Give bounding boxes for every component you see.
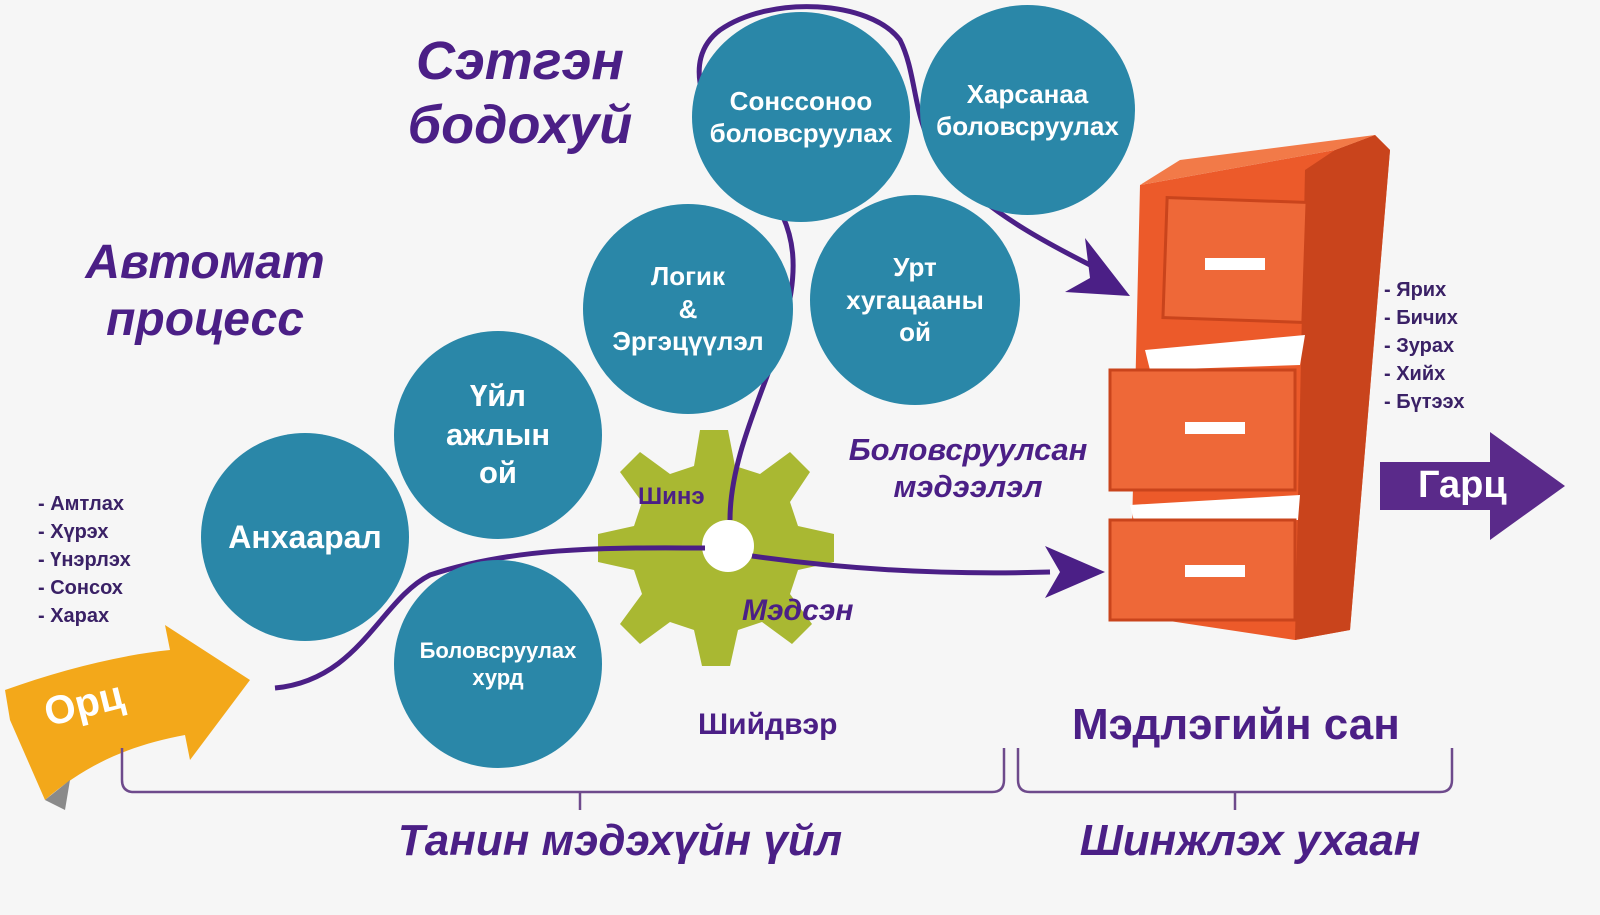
list-item: - Зурах xyxy=(1384,332,1464,360)
list-item: - Бичих xyxy=(1384,304,1464,332)
gear-known-label: Мэдсэн xyxy=(742,594,853,628)
list-item: - Бүтээх xyxy=(1384,388,1464,416)
filing-cabinet-icon xyxy=(1110,135,1390,640)
circle-label: Боловсруулах хурд xyxy=(420,637,577,692)
list-item: - Хийх xyxy=(1384,360,1464,388)
heading-setgen-bodohui: Сэтгэн бодохуй xyxy=(395,30,645,157)
arrowhead-icon xyxy=(1065,238,1130,296)
circle-long-term-memory: Урт хугацааны ой xyxy=(810,195,1020,405)
list-item: - Ярих xyxy=(1384,276,1464,304)
list-item: - Амтлах xyxy=(38,490,131,518)
circle-label: Харсанаа боловсруулах xyxy=(936,78,1119,143)
circle-attention: Анхаарал xyxy=(201,433,409,641)
circle-label: Анхаарал xyxy=(228,517,382,557)
list-item: - Харах xyxy=(38,602,131,630)
bottom-science-label: Шинжлэх ухаан xyxy=(1050,815,1450,867)
circle-label: Үйл ажлын ой xyxy=(446,377,550,493)
circle-processing-speed: Боловсруулах хурд xyxy=(394,560,602,768)
output-actions-list: - Ярих - Бичих - Зурах - Хийх - Бүтээх xyxy=(1384,276,1464,416)
output-label: Гарц xyxy=(1418,464,1507,507)
heading-automat-process: Автомат процесс xyxy=(55,235,355,348)
circle-logic-reasoning: Логик & Эргэцүүлэл xyxy=(583,204,793,414)
input-arrow-icon xyxy=(5,625,250,810)
circle-label: Урт хугацааны ой xyxy=(846,251,984,349)
decision-label: Шийдвэр xyxy=(698,708,837,742)
list-item: - Үнэрлэх xyxy=(38,546,131,574)
circle-working-memory: Үйл ажлын ой xyxy=(394,331,602,539)
circle-label: Логик & Эргэцүүлэл xyxy=(612,260,763,358)
circle-label: Сонссоноо боловсруулах xyxy=(710,85,893,150)
circle-visual-processing: Харсанаа боловсруулах xyxy=(920,5,1135,215)
heading-processed-info: Боловсруулсан мэдээлэл xyxy=(828,432,1108,505)
bracket xyxy=(122,748,1452,810)
list-item: - Сонсох xyxy=(38,574,131,602)
arrowhead-icon xyxy=(1045,546,1105,598)
bottom-cognitive-label: Танин мэдэхүйн үйл xyxy=(360,815,880,867)
list-item: - Хүрэх xyxy=(38,518,131,546)
circle-auditory-processing: Сонссоноо боловсруулах xyxy=(692,12,910,222)
input-senses-list: - Амтлах - Хүрэх - Үнэрлэх - Сонсох - Ха… xyxy=(38,490,131,630)
gear-new-label: Шинэ xyxy=(638,483,705,511)
knowledge-base-label: Мэдлэгийн сан xyxy=(1072,700,1400,750)
